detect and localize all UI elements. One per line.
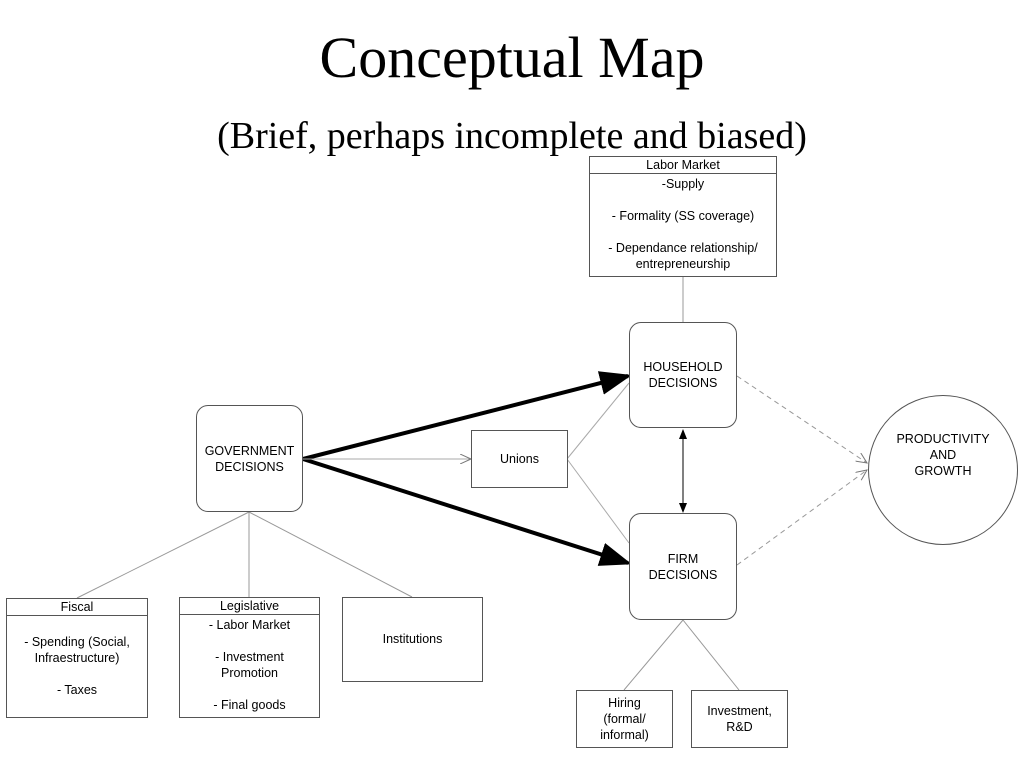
household-productivity-arrow [736, 375, 867, 463]
legislative-item: - Final goods [213, 698, 286, 712]
labor-market-item: -Supply [661, 177, 705, 191]
household-decisions-node: HOUSEHOLD DECISIONS [629, 322, 737, 428]
legislative-header: Legislative [180, 598, 319, 615]
government-label: DECISIONS [215, 459, 284, 474]
household-label: HOUSEHOLD [643, 360, 723, 374]
page-subtitle: (Brief, perhaps incomplete and biased) [217, 115, 807, 157]
fiscal-item: Infraestructure) [34, 651, 120, 665]
labor-market-header: Labor Market [590, 157, 776, 174]
unions-label: Unions [500, 452, 539, 466]
firm-decisions-node: FIRM DECISIONS [629, 513, 737, 620]
labor-market-item: - Dependance relationship/ [608, 241, 758, 255]
household-label: DECISIONS [648, 376, 718, 390]
productivity-growth-node: PRODUCTIVITY AND GROWTH [868, 395, 1018, 545]
firm-productivity-arrow [736, 470, 867, 566]
fiscal-box: Fiscal - Spending (Social, Infraestructu… [6, 598, 148, 718]
gov-household-arrow [302, 371, 632, 461]
labor-market-item: entrepreneurship [635, 257, 731, 271]
firm-label: FIRM [667, 551, 699, 566]
gov-firm-arrow [302, 457, 632, 566]
unions-household-connector [566, 382, 630, 460]
hiring-box: Hiring (formal/ informal) [576, 690, 673, 748]
unions-node: Unions [471, 430, 568, 488]
government-label: GOVERNMENT [204, 443, 295, 458]
page-title: Conceptual Map [319, 25, 705, 90]
firm-investment-connector [682, 619, 740, 691]
fiscal-header: Fiscal [7, 599, 147, 616]
institutions-box: Institutions [342, 597, 483, 682]
legislative-item: - Labor Market [208, 618, 291, 632]
investment-label: Investment, [707, 704, 772, 718]
hiring-label: (formal/ [603, 712, 646, 726]
hiring-label: informal) [600, 728, 649, 742]
productivity-label: AND [929, 448, 957, 462]
gov-institutions-connector [248, 511, 413, 598]
government-decisions-node: GOVERNMENT DECISIONS [196, 405, 303, 512]
hiring-label: Hiring [608, 696, 641, 710]
gov-fiscal-connector [76, 511, 250, 599]
legislative-item: Promotion [221, 666, 278, 680]
unions-firm-connector [566, 458, 630, 544]
fiscal-item: - Spending (Social, [24, 635, 130, 649]
fiscal-item: - Taxes [56, 683, 98, 697]
labor-market-item: - Formality (SS coverage) [611, 209, 755, 223]
labor-market-box: Labor Market -Supply - Formality (SS cov… [589, 156, 777, 277]
productivity-label: PRODUCTIVITY [896, 432, 990, 446]
legislative-box: Legislative - Labor Market - Investment … [179, 597, 320, 718]
institutions-label: Institutions [382, 632, 443, 646]
productivity-label: GROWTH [914, 464, 972, 478]
firm-label: DECISIONS [648, 567, 718, 582]
investment-rd-box: Investment, R&D [691, 690, 788, 748]
legislative-item: - Investment [215, 650, 284, 664]
investment-label: R&D [726, 720, 753, 734]
firm-hiring-connector [623, 619, 684, 691]
